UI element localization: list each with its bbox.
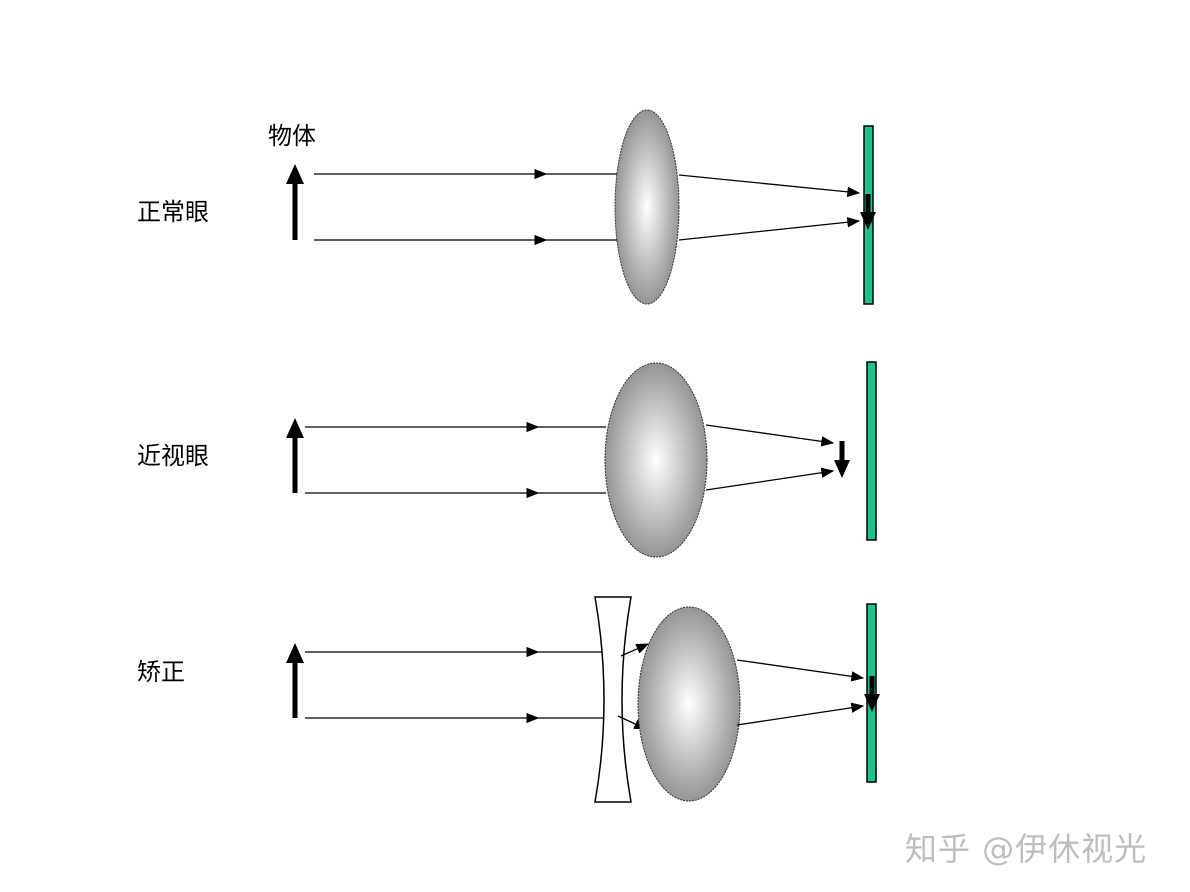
- corrected-row: [286, 596, 880, 803]
- object-arrow-icon: [286, 164, 304, 240]
- normal-eye-label: 正常眼: [137, 198, 209, 226]
- watermark: 知乎 @伊休视光: [905, 830, 1148, 868]
- myopia-row: [286, 361, 877, 558]
- myopia-label: 近视眼: [137, 442, 209, 470]
- image-arrow-icon: [864, 676, 880, 712]
- correction-label: 矫正: [137, 658, 185, 686]
- normal-eye-row: [286, 109, 876, 305]
- crystalline-lens: [614, 109, 680, 305]
- image-arrow-icon: [860, 194, 876, 230]
- object-arrow-icon: [286, 643, 304, 718]
- object-arrow-icon: [286, 418, 304, 493]
- concave-lens: [594, 596, 632, 803]
- object-label: 物体: [268, 122, 316, 150]
- retina: [866, 361, 877, 541]
- image-arrow-icon: [834, 441, 850, 478]
- crystalline-lens: [637, 606, 741, 802]
- crystalline-lens: [604, 362, 708, 558]
